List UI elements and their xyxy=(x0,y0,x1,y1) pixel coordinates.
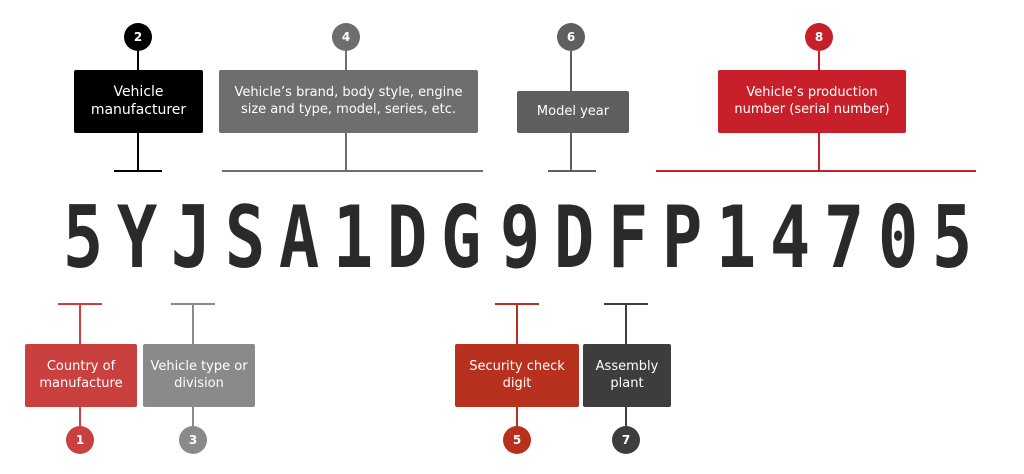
callout-7-stem-bottom xyxy=(625,407,627,427)
vin-char-9: 9 xyxy=(499,188,541,288)
callout-5-bracket xyxy=(495,303,539,305)
callout-2-stem-bottom xyxy=(137,133,139,170)
callout-4-number: 4 xyxy=(332,23,360,51)
callout-4-stem-top xyxy=(345,51,347,71)
callout-1-number: 1 xyxy=(66,426,94,454)
callout-6-number: 6 xyxy=(557,23,585,51)
vin-char-17: 5 xyxy=(931,188,973,288)
vin-char-16: 0 xyxy=(877,188,919,288)
vin-char-15: 7 xyxy=(823,188,865,288)
vin-char-13: 1 xyxy=(715,188,757,288)
vin-char-2: Y xyxy=(116,188,158,288)
vin-char-5: A xyxy=(278,188,320,288)
callout-6-box: Model year xyxy=(517,91,629,133)
callout-8-bracket xyxy=(656,170,976,172)
callout-8-stem-top xyxy=(818,51,820,71)
callout-2-bracket xyxy=(114,170,162,172)
vin-char-12: P xyxy=(661,188,703,288)
vin-char-1: 5 xyxy=(62,188,104,288)
callout-3-stem-bottom xyxy=(192,407,194,427)
callout-2-number: 2 xyxy=(124,23,152,51)
callout-8-number: 8 xyxy=(805,23,833,51)
callout-7-bracket xyxy=(604,303,648,305)
vin-char-14: 4 xyxy=(769,188,811,288)
callout-3-stem-top xyxy=(192,305,194,344)
callout-2-stem-top xyxy=(137,51,139,71)
callout-5-stem-top xyxy=(516,305,518,344)
callout-6-stem-bottom xyxy=(570,133,572,170)
callout-5-stem-bottom xyxy=(516,407,518,427)
vin-char-8: G xyxy=(440,188,482,288)
callout-7-box: Assembly plant xyxy=(583,344,671,407)
callout-2-box: Vehicle manufacturer xyxy=(74,70,203,133)
callout-1-stem-bottom xyxy=(79,407,81,427)
callout-7-stem-top xyxy=(625,305,627,344)
vin-char-3: J xyxy=(170,188,212,288)
callout-6-bracket xyxy=(548,170,596,172)
callout-4-stem-bottom xyxy=(345,133,347,170)
callout-5-number: 5 xyxy=(503,426,531,454)
vin-char-7: D xyxy=(386,188,428,288)
vin-char-6: 1 xyxy=(332,188,374,288)
callout-1-bracket xyxy=(58,303,102,305)
callout-3-number: 3 xyxy=(179,426,207,454)
callout-4-box: Vehicle’s brand, body style, engine size… xyxy=(219,70,478,133)
vin-char-11: F xyxy=(607,188,649,288)
vin-char-10: D xyxy=(553,188,595,288)
callout-8-box: Vehicle’s production number (serial numb… xyxy=(718,70,906,133)
callout-3-bracket xyxy=(171,303,215,305)
callout-6-stem-top xyxy=(570,51,572,91)
callout-5-box: Security check digit xyxy=(455,344,579,407)
callout-1-box: Country of manufacture xyxy=(25,344,137,407)
callout-3-box: Vehicle type or division xyxy=(143,344,255,407)
callout-8-stem-bottom xyxy=(818,133,820,170)
callout-4-bracket xyxy=(222,170,483,172)
vin-char-4: S xyxy=(224,188,266,288)
callout-7-number: 7 xyxy=(612,426,640,454)
callout-1-stem-top xyxy=(79,305,81,344)
